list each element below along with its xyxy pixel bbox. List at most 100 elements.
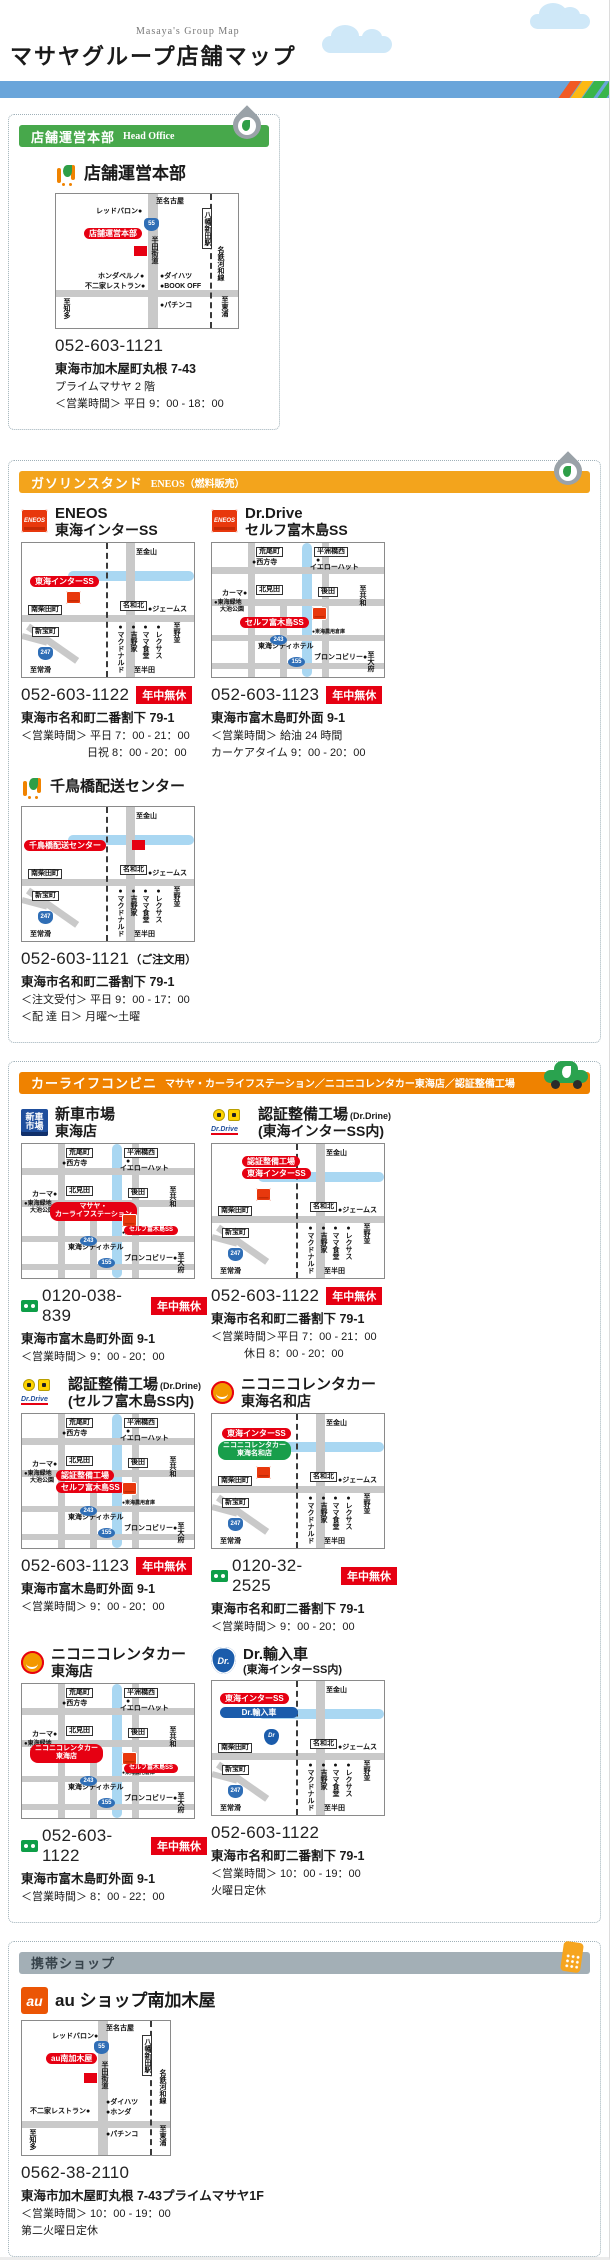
map-lbl: 至半田 xyxy=(324,1267,345,1275)
pump-icon xyxy=(228,1108,240,1121)
map-rv xyxy=(132,1413,139,1548)
map-lbl: ●ジェームス xyxy=(338,1743,378,1751)
map-vbox: 八幡新田駅 xyxy=(142,2034,153,2076)
map-lbl: 至名古屋 xyxy=(106,2024,134,2032)
free-dial-icon xyxy=(211,1569,228,1582)
store-logo-shinsha: 新車 市場 xyxy=(21,1108,48,1136)
map-shield: 247 xyxy=(228,1517,243,1531)
map-lbl: ●西方寺 xyxy=(62,1159,88,1167)
map-box: 荒尾町 xyxy=(66,1687,93,1698)
store-logo-eneos: ENEOS xyxy=(21,509,48,534)
store-hours-line: ＜営業時間＞ 9：00 - 20：00 xyxy=(211,1620,355,1633)
map-lbl: ●パチンコ xyxy=(106,2130,139,2138)
store-name-main: 新車市場 xyxy=(55,1105,116,1123)
map-canvas: 至金山名和北●ジェームス南柴田町新宝町●マクドナルド●吉野家●ママ食堂●レクサス… xyxy=(211,1142,385,1279)
store-name-main: Dr.輸入車 xyxy=(243,1646,309,1664)
store-logo-au: au xyxy=(21,1987,48,2015)
masaya-drop-icon xyxy=(223,105,267,155)
open-all-year-badge: 年中無休 xyxy=(151,1836,207,1855)
phone-number: 0562-38-2110 xyxy=(21,2162,130,2182)
phone-number: 052-603-1123 xyxy=(211,684,320,704)
map-vlbl: 至共和 xyxy=(359,584,367,606)
map-mksq xyxy=(134,246,147,256)
map-vlbl: ●ママ食堂 xyxy=(142,887,150,923)
logo-text: Dr.Drive xyxy=(211,1125,238,1135)
map-lbl: 東海シティホテル xyxy=(68,1243,124,1251)
map-vlbl: ●レクサス xyxy=(345,1224,353,1260)
map-vlbl: ●ママ食堂 xyxy=(332,1494,340,1530)
store-name-main: ニコニコレンタカー xyxy=(241,1375,377,1393)
map-canvas: 至金山名和北●ジェームス南柴田町新宝町●マクドナルド●吉野家●ママ食堂●レクサス… xyxy=(211,1679,385,1816)
phone-row: 052-603-1122 xyxy=(211,1823,397,1843)
map-box: 名和北 xyxy=(310,1471,337,1482)
store-address: 東海市富木島町外面 9-1 xyxy=(21,1581,156,1596)
map-lbl: ●東海農用倉庫 xyxy=(312,628,346,635)
map-vlbl: ●マクドナルド xyxy=(307,1494,315,1544)
map-pill: セルフ富木島SS xyxy=(124,1763,179,1773)
smile-icon xyxy=(26,1658,38,1669)
map-mksq xyxy=(84,2072,97,2083)
map-shield: 247 xyxy=(228,1247,243,1261)
map-pill2: ニコニコレンタカー 東海店 xyxy=(30,1743,103,1763)
map-rail xyxy=(106,806,108,941)
map-vlbl: ●マクドナルド xyxy=(307,1761,315,1811)
map-pill: 東海インターSS xyxy=(220,1692,289,1705)
masaya-drop-icon xyxy=(544,451,588,501)
map-rh xyxy=(212,1485,384,1493)
store-name-main: 認証整備工場 xyxy=(258,1105,349,1123)
mobile-phone-icon xyxy=(544,1938,586,1982)
map-pill: セルフ富木島SS xyxy=(240,616,309,629)
map-box: 新宝町 xyxy=(222,1764,249,1775)
map-pill2: マサヤ・ カーライフステーション xyxy=(50,1201,137,1221)
store-hours-line: 第二火曜日定休 xyxy=(21,2224,98,2237)
store-name-line1: 店舗運営本部 xyxy=(84,164,186,184)
map-vlbl: 名鉄河和線 xyxy=(217,246,225,281)
map-rh xyxy=(212,598,384,606)
map-mkeneos xyxy=(256,1465,271,1479)
page-header: Masaya's Group Map マサヤグループ店舗マップ xyxy=(0,0,609,98)
section-subtitle: Head Office xyxy=(123,130,175,142)
page-subtitle: Masaya's Group Map xyxy=(136,26,240,37)
leaf-icon xyxy=(63,165,72,177)
store-logo-masaya xyxy=(21,774,43,800)
store-address: 東海市名和町二番割下 79-1 xyxy=(211,1311,365,1326)
map-vlbl: 至東浦 xyxy=(159,2124,167,2146)
store-header: 千鳥橋配送センター xyxy=(21,772,207,802)
store-name-line1: au ショップ南加木屋 xyxy=(55,1991,216,2011)
map-vlbl: ●ママ食堂 xyxy=(332,1761,340,1797)
map-box: 新宝町 xyxy=(222,1497,249,1508)
map-box: 南柴田町 xyxy=(218,1475,252,1486)
map-pill: 認証整備工場 xyxy=(242,1155,300,1168)
phone-row: 052-603-1121（ご注文用） xyxy=(21,949,207,969)
store-logo-drdrive: Dr.Drive xyxy=(21,1378,61,1406)
section-bar-head-office: 店舗運営本部 Head Office xyxy=(19,105,269,147)
store-header: 新車 市場新車市場東海店 xyxy=(21,1106,207,1139)
map-vlbl: 至大府 xyxy=(367,650,375,672)
store-name-suffix: (Dr.Drine) xyxy=(160,1380,202,1391)
store-name-line1: ニコニコレンタカー xyxy=(241,1376,376,1394)
map-box: 平洲橋西 xyxy=(124,1417,158,1428)
map-pill: 認証整備工場 xyxy=(56,1469,114,1482)
section-bar-carlife: カーライフコンビニ マサヤ・カーライフステーション／ニコニコレンタカー東海店／認… xyxy=(19,1060,590,1094)
store-name-line1: 認証整備工場(Dr.Drine) xyxy=(68,1376,201,1394)
map-box: 新宝町 xyxy=(32,890,59,902)
map-oval: 155 xyxy=(98,1257,115,1268)
map-vlbl: ●吉野家 xyxy=(130,623,138,652)
section-subtitle: ENEOS（燃料販売） xyxy=(150,478,245,490)
logo-text: 新車 市場 xyxy=(25,1111,44,1132)
section-title: 携帯ショップ xyxy=(31,1956,116,1972)
map-box: 名和北 xyxy=(120,600,147,612)
car-icon xyxy=(544,1058,588,1102)
map-lbl: ●ジェームス xyxy=(338,1476,378,1484)
cloud-icon xyxy=(530,3,590,29)
store-name: 新車市場東海店 xyxy=(55,1106,115,1139)
map-pill: 千鳥橋配送センター xyxy=(24,839,106,852)
map-canvas: 荒尾町平洲橋西●西方寺●イエローハットカーマ●北見田後田至共和●東海緑地 大池公… xyxy=(21,1412,195,1549)
map-canvas: 荒尾町平洲橋西●西方寺●イエローハットカーマ●北見田後田至共和●東海緑地 大池公… xyxy=(21,1142,195,1279)
